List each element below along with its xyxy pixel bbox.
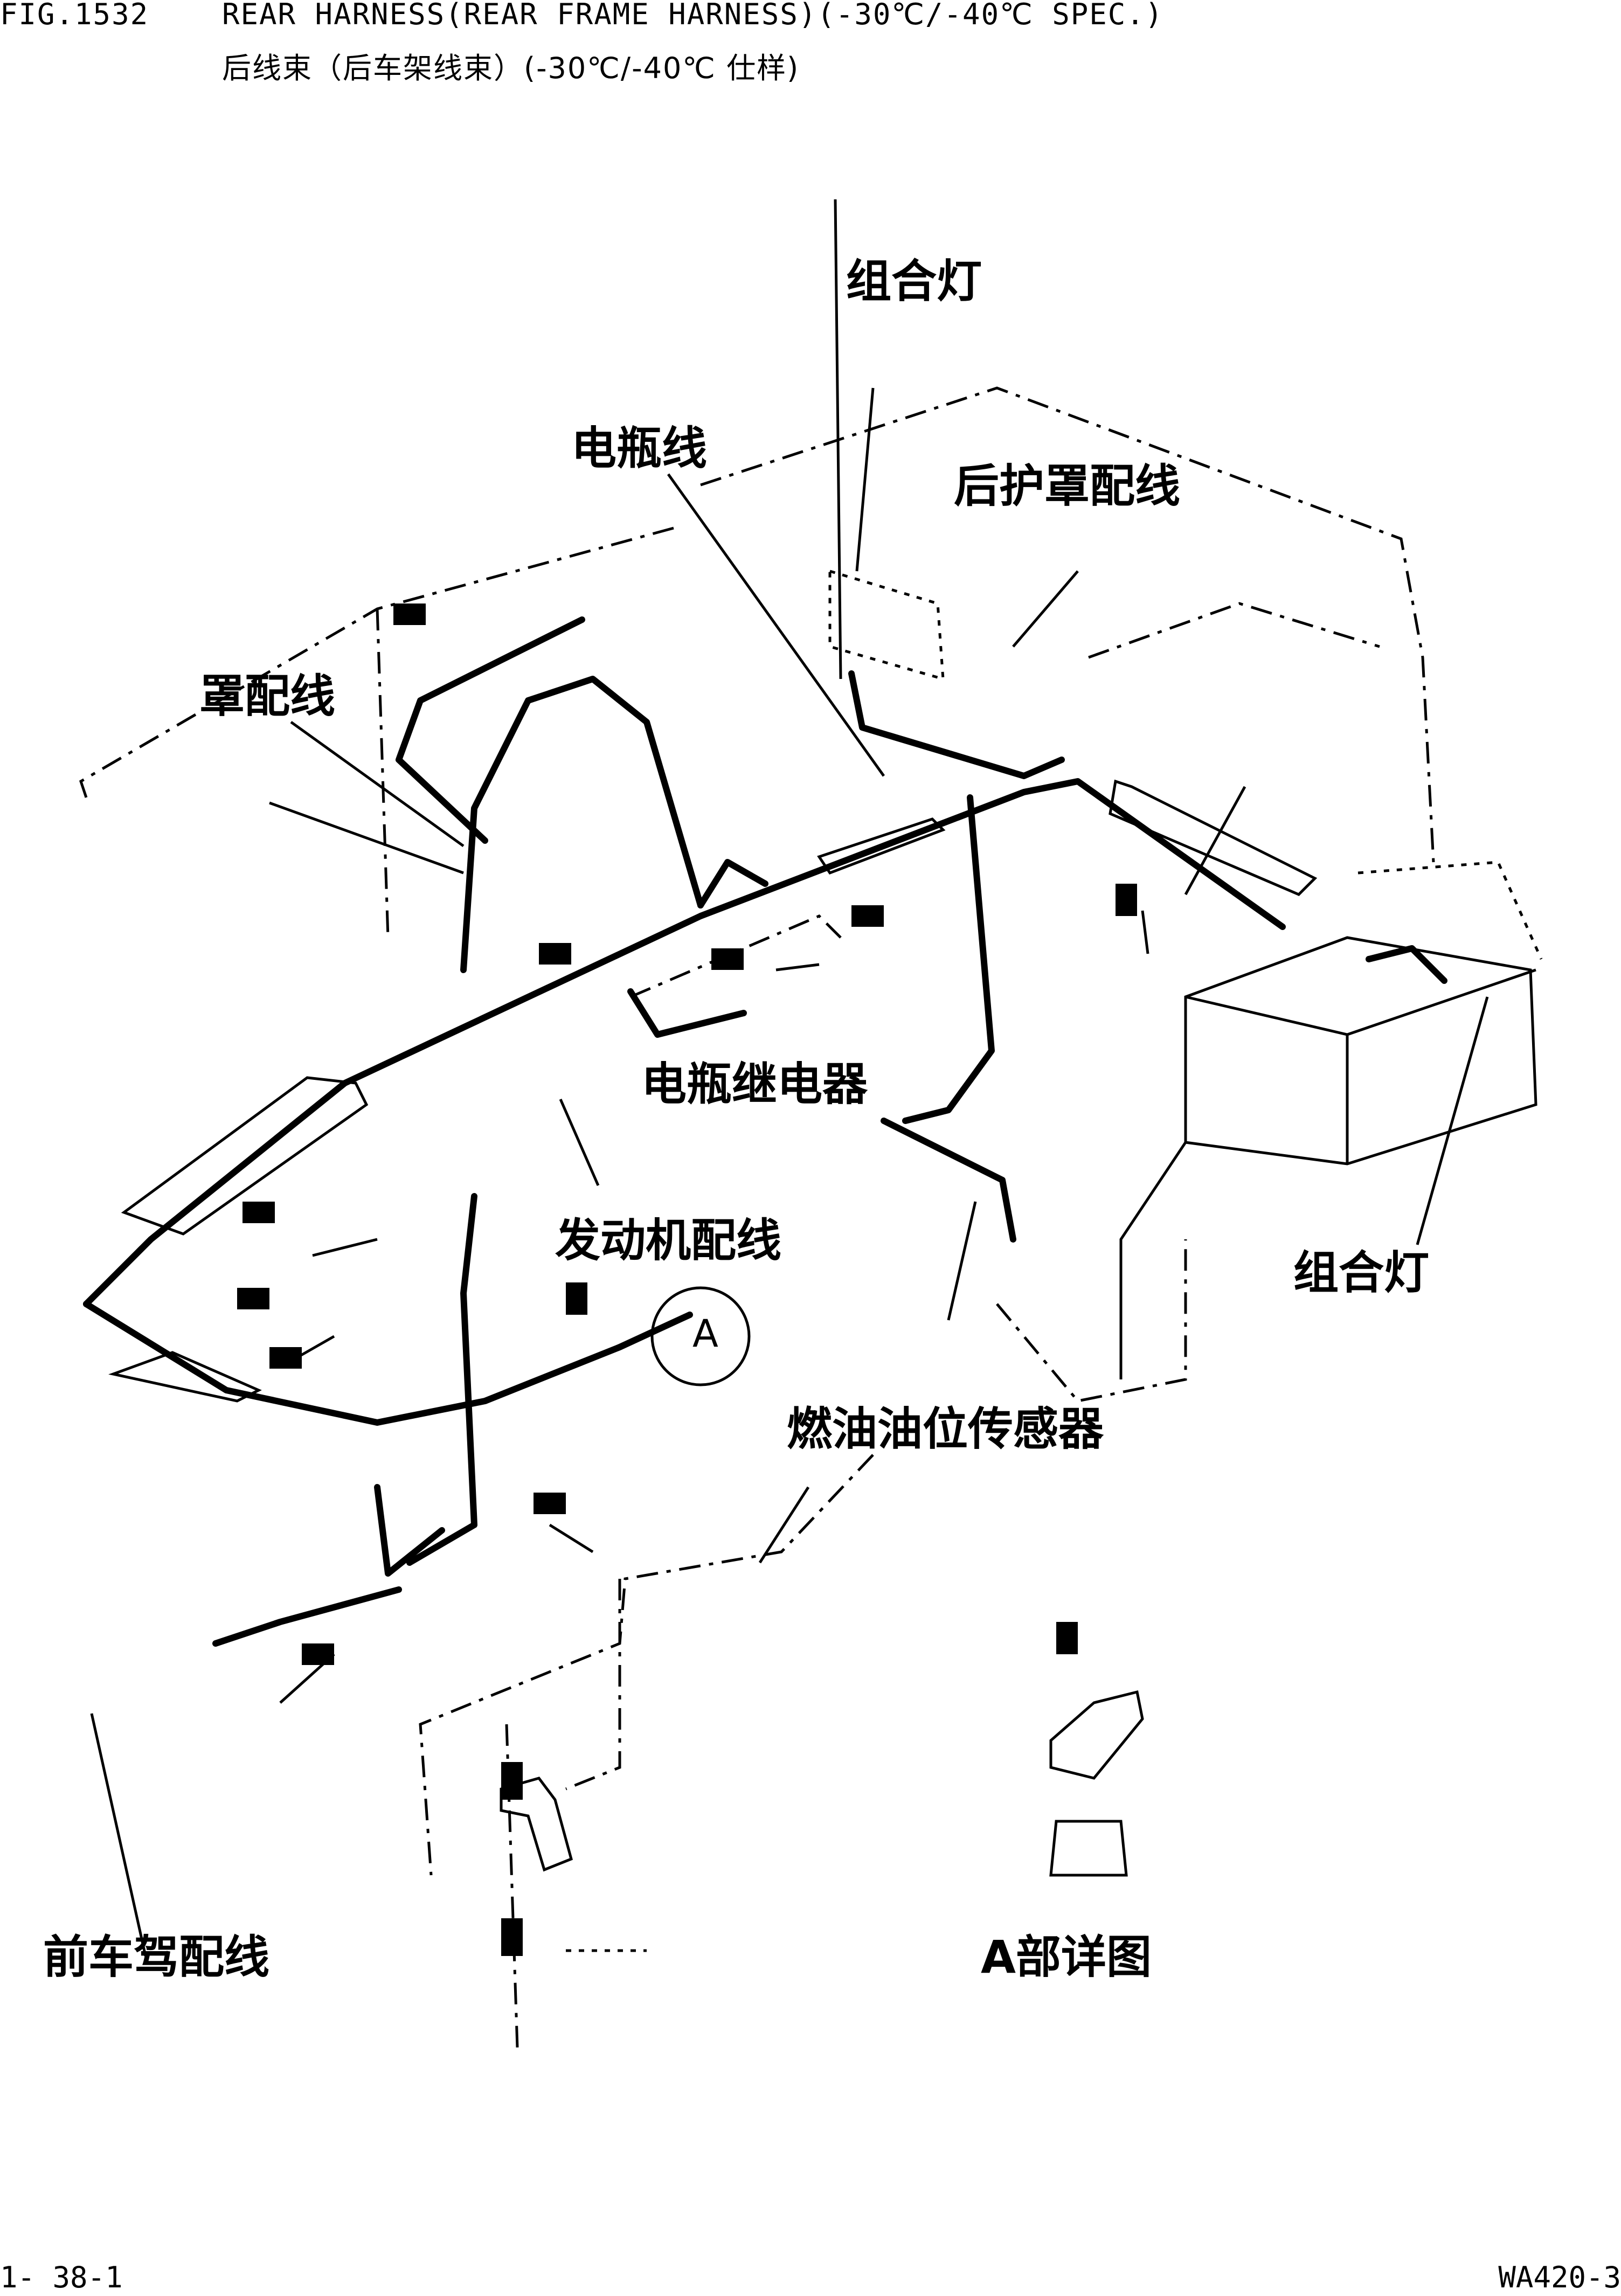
combination-lamp-top: [828, 569, 945, 681]
bolts: [237, 604, 1144, 1956]
page-number: 1- 38-1: [0, 2260, 123, 2294]
leader-lines: [90, 387, 1489, 1957]
detail-a-marker: [650, 1286, 751, 1386]
label-detail-a: A部详图: [981, 1931, 1152, 1983]
figure-number: FIG.1532: [0, 0, 149, 31]
model-number: WA420-3: [1498, 2260, 1621, 2294]
label-engine-wiring: 发动机配线: [555, 1214, 782, 1267]
label-rear-guard-wiring: 后护罩配线: [954, 460, 1181, 512]
label-combination-lamp-top: 组合灯: [846, 255, 982, 308]
label-combination-lamp-right: 组合灯: [1293, 1246, 1430, 1299]
battery-box: [1119, 861, 1543, 1379]
figure-title-chinese: 后线束（后车架线束）(-30℃/-40℃ 仕样): [222, 51, 800, 85]
label-fuel-level-sensor: 燃油油位传感器: [787, 1403, 1104, 1455]
label-front-frame-wiring: 前车驾配线: [43, 1931, 270, 1983]
label-guard-wiring: 罩配线: [199, 670, 336, 723]
label-battery-relay: 电瓶继电器: [641, 1058, 868, 1111]
main-harness: [83, 616, 1447, 1647]
frame-outline: [79, 386, 1435, 2048]
figure-title-english: REAR HARNESS(REAR FRAME HARNESS)(-30℃/-4…: [222, 0, 1164, 31]
label-battery-cable: 电瓶线: [571, 422, 708, 475]
label-circle-a: A: [692, 1312, 718, 1356]
